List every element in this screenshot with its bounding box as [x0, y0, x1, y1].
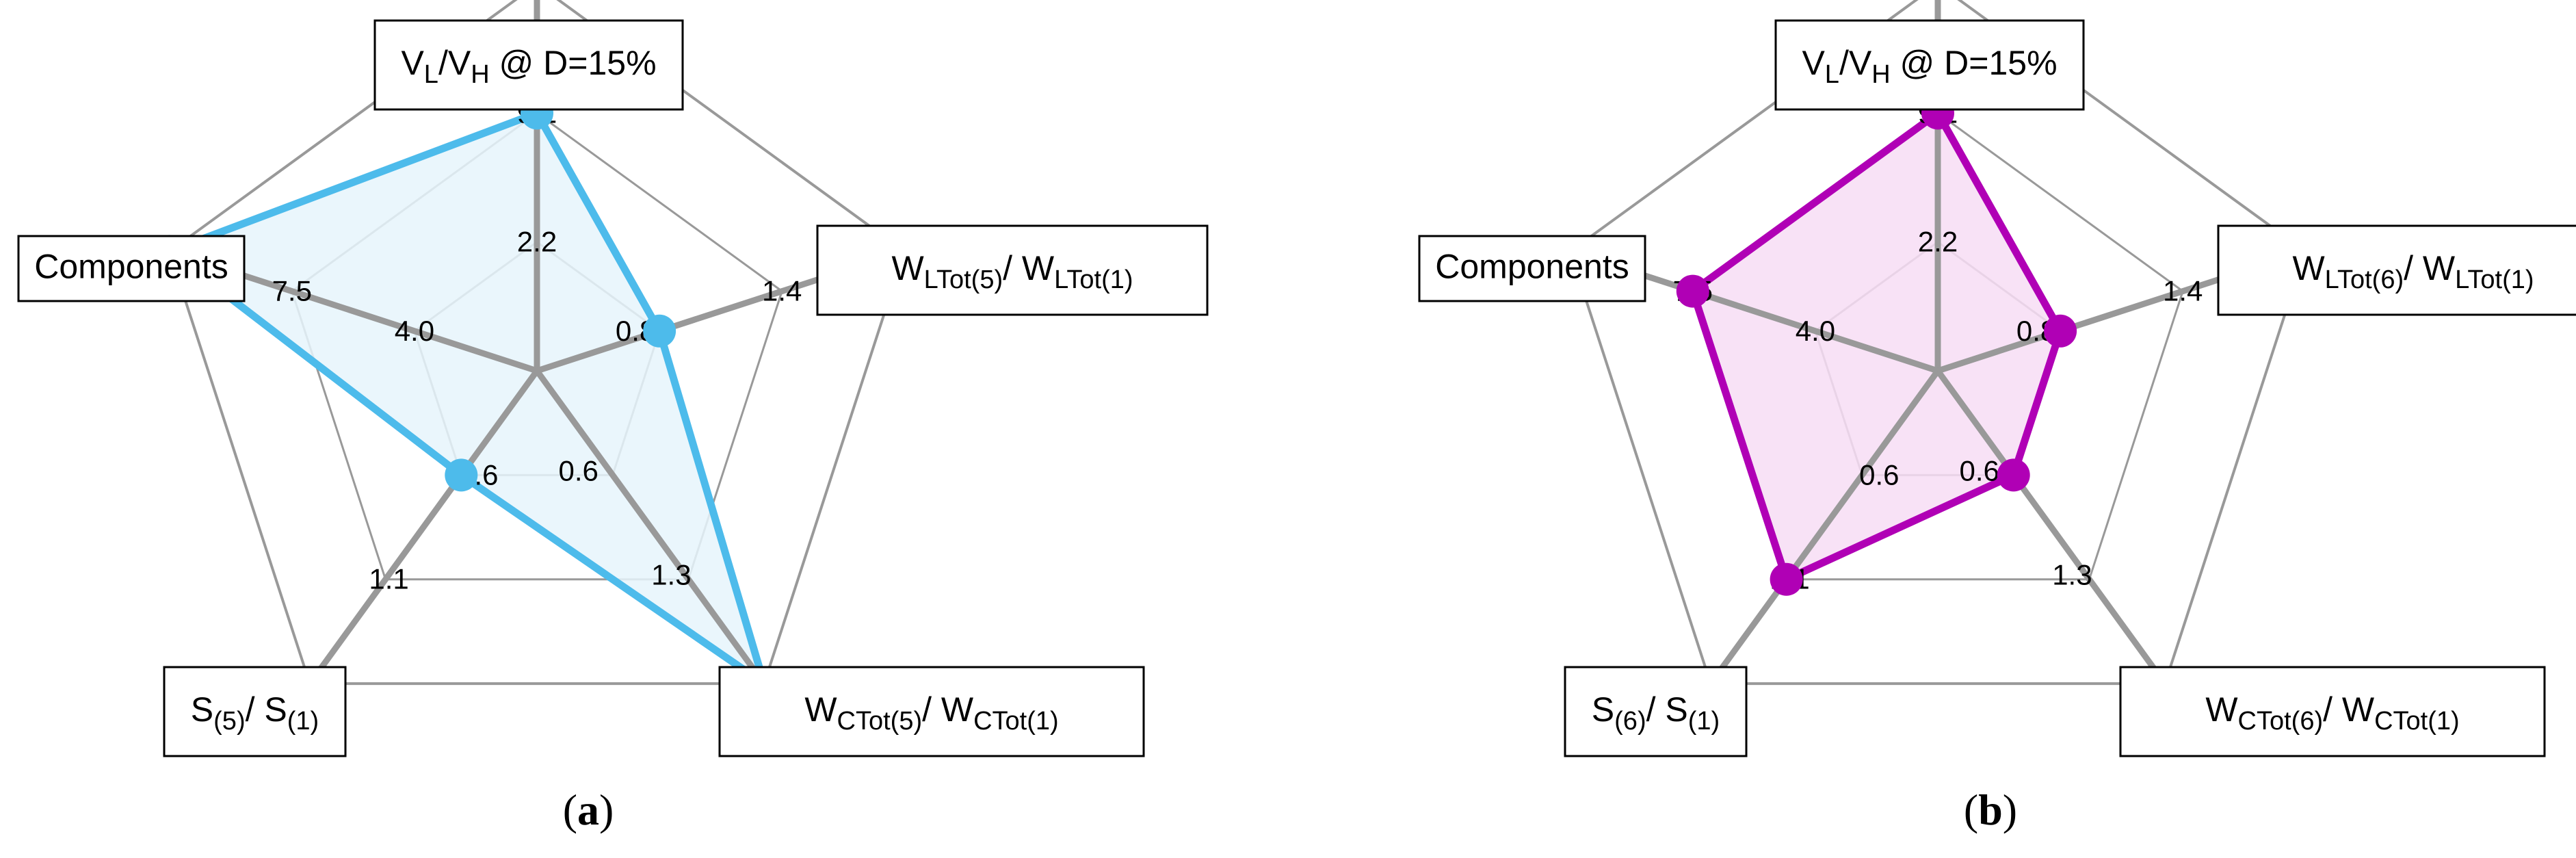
axis-title: WCTot(5)/ WCTot(1) [804, 690, 1058, 736]
axis-spoke [307, 369, 540, 686]
axis-title-box [1564, 666, 1748, 757]
axis-title: VL/VH @ D=15% [1802, 44, 2057, 89]
axis-spoke [1708, 369, 1941, 686]
series-line [1689, 109, 2064, 584]
tick-label: 1.3 [651, 559, 691, 591]
axis-title: WLTot(5)/ WLTot(1) [891, 249, 1133, 294]
panel-label: (a) [563, 785, 614, 834]
tick-label: 7.5 [272, 275, 312, 307]
tick-label: 2.2 [517, 226, 557, 258]
tick-label: 0.6 [1859, 458, 1899, 491]
axis-title: WLTot(6)/ WLTot(1) [2292, 249, 2534, 294]
axis-spoke [1935, 369, 2168, 686]
series-area [169, 113, 765, 684]
tick-label: 1.3 [2052, 559, 2092, 591]
radar-chart-a: 2.29.116.00.81.42.00.61.32.00.61.11.64.0… [17, 0, 1209, 834]
data-point [445, 458, 478, 492]
panel-label: (b) [1964, 785, 2017, 834]
data-point [643, 314, 676, 348]
data-point [1676, 274, 1709, 308]
tick-label: 1.1 [369, 563, 408, 595]
tick-label: 2.2 [1918, 226, 1958, 258]
data-point [1997, 458, 2030, 492]
axis-title: Components [34, 248, 228, 286]
axis-title: Components [1435, 248, 1629, 286]
grid-ring [168, 0, 906, 686]
axis-title-box [1774, 19, 2085, 111]
axis-title-box [373, 19, 684, 111]
tick-label: 0.6 [1960, 454, 1999, 486]
tick-label: 4.0 [1796, 315, 1835, 347]
axis-title-box [816, 224, 1209, 316]
tick-label: 0.6 [559, 454, 599, 486]
axis-title: WCTot(6)/ WCTot(1) [2205, 690, 2459, 736]
axis-title: VL/VH @ D=15% [401, 44, 656, 89]
axis-title-box [1418, 235, 1646, 302]
axis-title-box [17, 235, 246, 302]
tick-label: 1.4 [2163, 275, 2203, 307]
axis-spoke [534, 369, 767, 686]
axis-title: S(6)/ S(1) [1592, 690, 1720, 736]
axis-title-box [163, 666, 347, 757]
tick-label: 1.4 [762, 275, 802, 307]
data-point [1770, 562, 1803, 596]
grid-ring [1568, 0, 2307, 686]
axis-title-box [2119, 666, 2546, 757]
data-point [2044, 314, 2077, 348]
axis-title-box [718, 666, 1145, 757]
series-area [1692, 113, 2061, 580]
series-line [166, 109, 768, 688]
axis-title: S(5)/ S(1) [191, 690, 319, 736]
tick-label: 4.0 [395, 315, 434, 347]
radar-chart-b: 2.29.116.00.81.42.00.61.32.00.61.11.64.0… [1418, 0, 2576, 834]
axis-title-box [2217, 224, 2576, 316]
